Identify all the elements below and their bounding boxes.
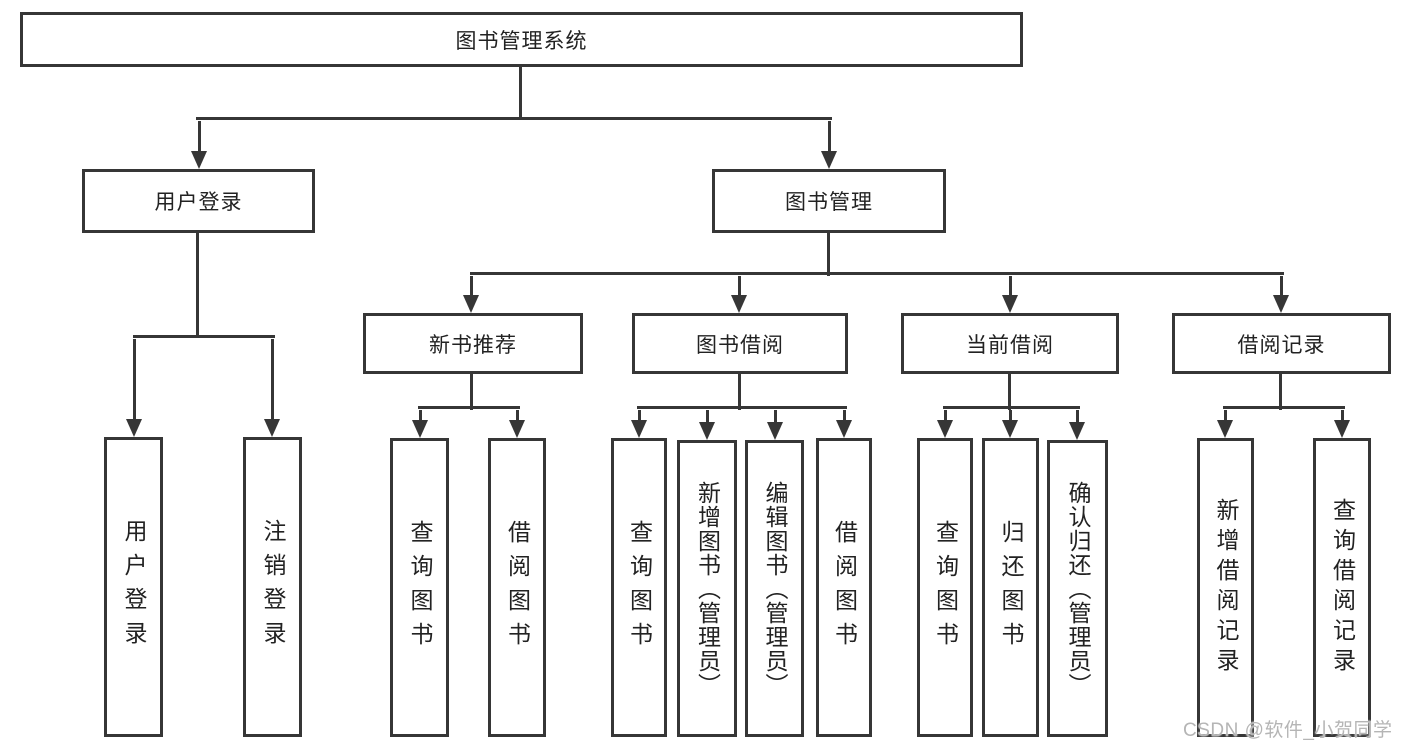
node-book-management: 图书管理 bbox=[712, 169, 946, 233]
connector-line bbox=[132, 334, 275, 338]
node-label: 新增图书（管理员） bbox=[694, 480, 721, 697]
arrow-down-icon bbox=[126, 419, 142, 437]
node-new-book-recommend: 新书推荐 bbox=[363, 313, 583, 374]
node-label: 查询图书 bbox=[626, 519, 653, 656]
arrow-down-icon bbox=[836, 420, 852, 438]
connector-line bbox=[469, 271, 1284, 275]
node-query-borrow-record: 查询借阅记录 bbox=[1313, 438, 1371, 737]
arrow-down-icon bbox=[937, 420, 953, 438]
node-confirm-return-admin: 确认归还（管理员） bbox=[1047, 440, 1108, 737]
node-label: 新增借阅记录 bbox=[1213, 497, 1239, 678]
connector-line bbox=[417, 405, 520, 409]
connector-line bbox=[1278, 374, 1282, 410]
node-label: 归还图书 bbox=[998, 519, 1024, 656]
arrow-down-icon bbox=[821, 151, 837, 169]
node-add-borrow-record: 新增借阅记录 bbox=[1197, 438, 1254, 737]
node-label: 用户登录 bbox=[154, 191, 243, 214]
node-label: 当前借阅 bbox=[966, 333, 1054, 357]
node-borrow-book-leaf: 借阅图书 bbox=[816, 438, 872, 737]
arrow-down-icon bbox=[731, 295, 747, 313]
csdn-watermark: CSDN @软件_小贺同学 bbox=[1183, 720, 1393, 741]
connector-line bbox=[197, 121, 201, 153]
node-recommend-query-book: 查询图书 bbox=[390, 438, 449, 737]
arrow-down-icon bbox=[412, 420, 428, 438]
node-label: 确认归还（管理员） bbox=[1065, 480, 1091, 697]
node-current-borrow: 当前借阅 bbox=[901, 313, 1119, 374]
node-add-book-admin: 新增图书（管理员） bbox=[677, 440, 737, 737]
connector-line bbox=[827, 121, 831, 153]
node-logout-leaf: 注销登录 bbox=[243, 437, 302, 737]
node-borrow-query-book: 查询图书 bbox=[611, 438, 667, 737]
connector-line bbox=[942, 405, 1080, 409]
node-edit-book-admin: 编辑图书（管理员） bbox=[745, 440, 804, 737]
arrow-down-icon bbox=[1334, 420, 1350, 438]
connector-line bbox=[195, 233, 199, 336]
node-recommend-borrow-book: 借阅图书 bbox=[488, 438, 546, 737]
node-borrow-record: 借阅记录 bbox=[1172, 313, 1391, 374]
arrow-down-icon bbox=[1002, 295, 1018, 313]
connector-line bbox=[1075, 410, 1079, 424]
node-book-borrow: 图书借阅 bbox=[632, 313, 848, 374]
arrow-down-icon bbox=[1002, 420, 1018, 438]
connector-line bbox=[773, 410, 777, 424]
node-label: 新书推荐 bbox=[429, 333, 517, 357]
arrow-down-icon bbox=[1273, 295, 1289, 313]
node-user-login: 用户登录 bbox=[82, 169, 315, 233]
node-label: 借阅记录 bbox=[1237, 333, 1326, 357]
node-label: 查询借阅记录 bbox=[1329, 497, 1356, 678]
connector-line bbox=[637, 410, 641, 422]
connector-line bbox=[842, 410, 846, 422]
node-library-system: 图书管理系统 bbox=[20, 12, 1023, 67]
connector-line bbox=[1279, 276, 1283, 297]
connector-line bbox=[418, 410, 422, 422]
arrow-down-icon bbox=[1069, 422, 1085, 440]
node-current-query-book: 查询图书 bbox=[917, 438, 973, 737]
arrow-down-icon bbox=[264, 419, 280, 437]
node-label: 图书借阅 bbox=[696, 333, 784, 357]
connector-line bbox=[132, 339, 136, 421]
connector-line bbox=[737, 276, 741, 297]
arrow-down-icon bbox=[631, 420, 647, 438]
connector-line bbox=[943, 410, 947, 422]
node-return-book: 归还图书 bbox=[982, 438, 1039, 737]
node-label: 借阅图书 bbox=[831, 519, 858, 656]
node-label: 图书管理系统 bbox=[455, 29, 588, 53]
connector-line bbox=[469, 276, 473, 297]
arrow-down-icon bbox=[699, 422, 715, 440]
connector-line bbox=[636, 405, 847, 409]
node-label: 图书管理 bbox=[785, 191, 873, 214]
connector-line bbox=[518, 67, 522, 118]
connector-line bbox=[1008, 410, 1012, 422]
arrow-down-icon bbox=[463, 295, 479, 313]
connector-line bbox=[515, 410, 519, 422]
arrow-down-icon bbox=[191, 151, 207, 169]
arrow-down-icon bbox=[1217, 420, 1233, 438]
node-user-login-leaf: 用户登录 bbox=[104, 437, 163, 737]
connector-line bbox=[826, 233, 830, 276]
node-label: 用户登录 bbox=[121, 519, 147, 655]
connector-line bbox=[1340, 410, 1344, 422]
arrow-down-icon bbox=[509, 420, 525, 438]
arrow-down-icon bbox=[767, 422, 783, 440]
connector-line bbox=[270, 339, 274, 421]
connector-line bbox=[1222, 405, 1345, 409]
node-label: 注销登录 bbox=[260, 519, 286, 655]
connector-line bbox=[737, 374, 741, 410]
connector-line bbox=[469, 374, 473, 410]
connector-line bbox=[1008, 276, 1012, 297]
connector-line bbox=[1007, 374, 1011, 410]
node-label: 编辑图书（管理员） bbox=[762, 480, 788, 697]
connector-line bbox=[195, 116, 832, 120]
node-label: 查询图书 bbox=[932, 519, 959, 656]
node-label: 借阅图书 bbox=[504, 519, 531, 656]
connector-line bbox=[1223, 410, 1227, 422]
connector-line bbox=[705, 410, 709, 424]
node-label: 查询图书 bbox=[407, 519, 433, 656]
